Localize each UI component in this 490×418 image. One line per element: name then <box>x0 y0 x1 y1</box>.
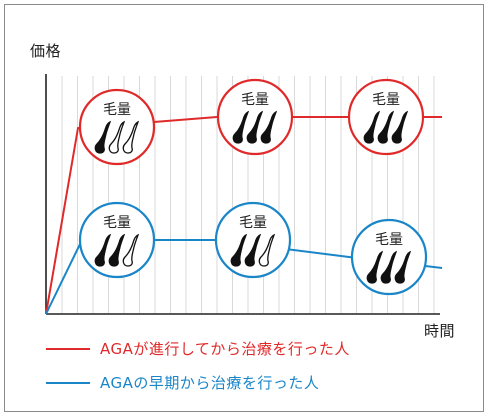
red-circle-2: 毛量 <box>216 78 294 156</box>
legend-label-blue: AGAの早期から治療を行った人 <box>100 374 320 392</box>
hair-filled-icon <box>94 120 112 154</box>
legend-swatch-blue <box>46 381 90 384</box>
hair-filled-icon <box>377 110 395 144</box>
blue-circle-2: 毛量 <box>214 201 292 279</box>
hair-filled-icon <box>230 233 248 267</box>
circle-label: 毛量 <box>241 92 269 108</box>
axes <box>45 74 440 315</box>
hair-filled-icon <box>260 110 278 144</box>
legend-swatch-red <box>46 347 90 350</box>
circles: 毛量毛量毛量毛量毛量毛量 <box>78 78 428 296</box>
red-circle-3: 毛量 <box>347 78 425 156</box>
x-axis-label: 時間 <box>424 322 456 340</box>
hair-outline-icon <box>122 233 140 267</box>
blue-circle-1: 毛量 <box>78 201 156 279</box>
circle-label: 毛量 <box>103 215 131 231</box>
legend-item-blue: AGAの早期から治療を行った人 <box>46 372 319 393</box>
hair-filled-icon <box>94 233 112 267</box>
y-axis-label: 価格 <box>30 42 62 60</box>
red-circle-1: 毛量 <box>78 88 156 166</box>
hair-filled-icon <box>108 233 126 267</box>
circle-label: 毛量 <box>103 102 131 118</box>
hair-filled-icon <box>366 250 384 284</box>
hair-filled-icon <box>394 250 412 284</box>
legend-item-red: AGAが進行してから治療を行った人 <box>46 338 350 359</box>
hair-outline-icon <box>108 120 126 154</box>
hair-filled-icon <box>391 110 409 144</box>
circle-label: 毛量 <box>239 215 267 231</box>
hair-filled-icon <box>246 110 264 144</box>
circle-label: 毛量 <box>372 92 400 108</box>
hair-filled-icon <box>232 110 250 144</box>
hair-filled-icon <box>244 233 262 267</box>
hair-filled-icon <box>380 250 398 284</box>
blue-circle-3: 毛量 <box>350 218 428 296</box>
circle-label: 毛量 <box>375 232 403 248</box>
hair-outline-icon <box>122 120 140 154</box>
hair-filled-icon <box>363 110 381 144</box>
legend-label-red: AGAが進行してから治療を行った人 <box>100 340 350 358</box>
hair-outline-icon <box>258 233 276 267</box>
